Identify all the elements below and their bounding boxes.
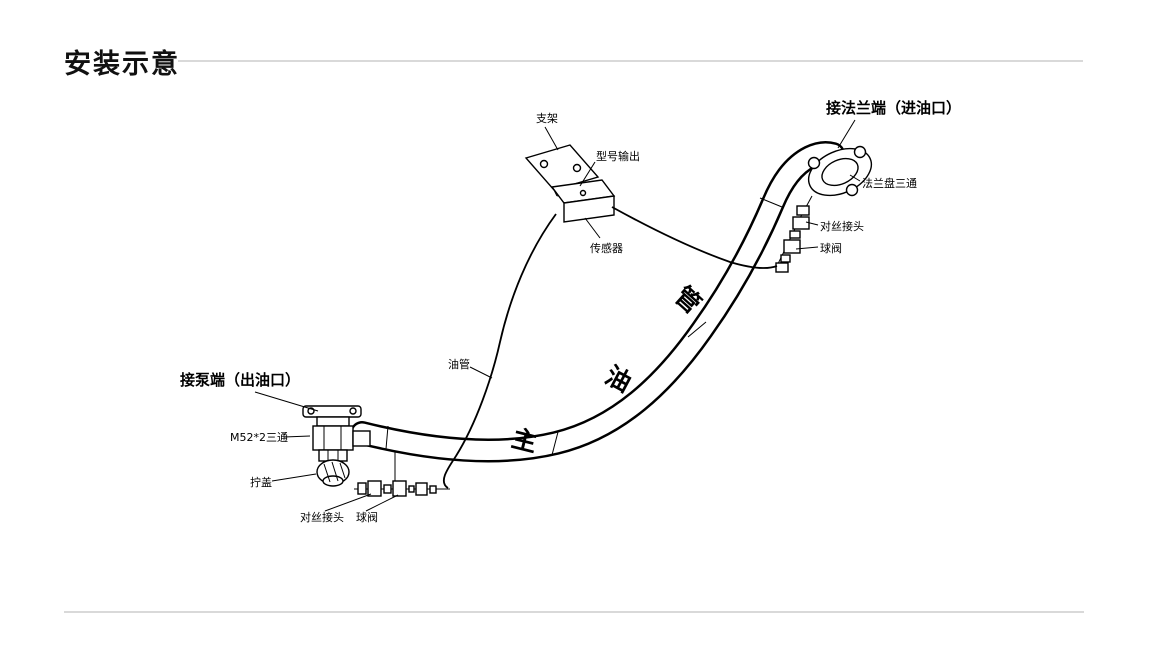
callout-model-output: 型号输出	[596, 149, 640, 163]
bottom-divider	[64, 611, 1084, 613]
callout-ball-valve-right: 球阀	[820, 241, 842, 255]
callout-flange-end: 接法兰端（进油口）	[826, 99, 961, 117]
callout-bracket: 支架	[536, 112, 558, 125]
flange-bolt	[807, 156, 821, 170]
callout-m52-tee: M52*2三通	[230, 431, 288, 444]
callout-oil-pipe: 油管	[448, 357, 470, 371]
callout-pump-end: 接泵端（出油口）	[180, 371, 300, 389]
oil-tube-right	[611, 206, 778, 269]
screw-cap	[316, 459, 350, 487]
callout-ball-valve-left: 球阀	[356, 510, 378, 524]
main-oil-pipe	[350, 141, 845, 463]
page-title: 安装示意	[64, 49, 180, 80]
pump-tee-assembly	[302, 405, 371, 487]
flange-tee-assembly	[805, 145, 873, 208]
callout-flange-tee: 法兰盘三通	[862, 176, 917, 190]
oil-tube-left	[443, 213, 557, 489]
callout-threaded-joint-left: 对丝接头	[300, 510, 344, 524]
leader-lines	[254, 119, 861, 512]
flange-bolt	[853, 145, 867, 159]
sensor	[550, 179, 616, 223]
right-valve-chain	[775, 205, 810, 273]
callout-sensor: 传感器	[590, 242, 623, 255]
left-valve-chain	[354, 452, 450, 497]
title-divider	[178, 60, 1083, 62]
flange-bolt	[845, 183, 859, 197]
callout-threaded-joint-right: 对丝接头	[820, 219, 864, 233]
callout-screw-cap: 拧盖	[250, 475, 272, 489]
